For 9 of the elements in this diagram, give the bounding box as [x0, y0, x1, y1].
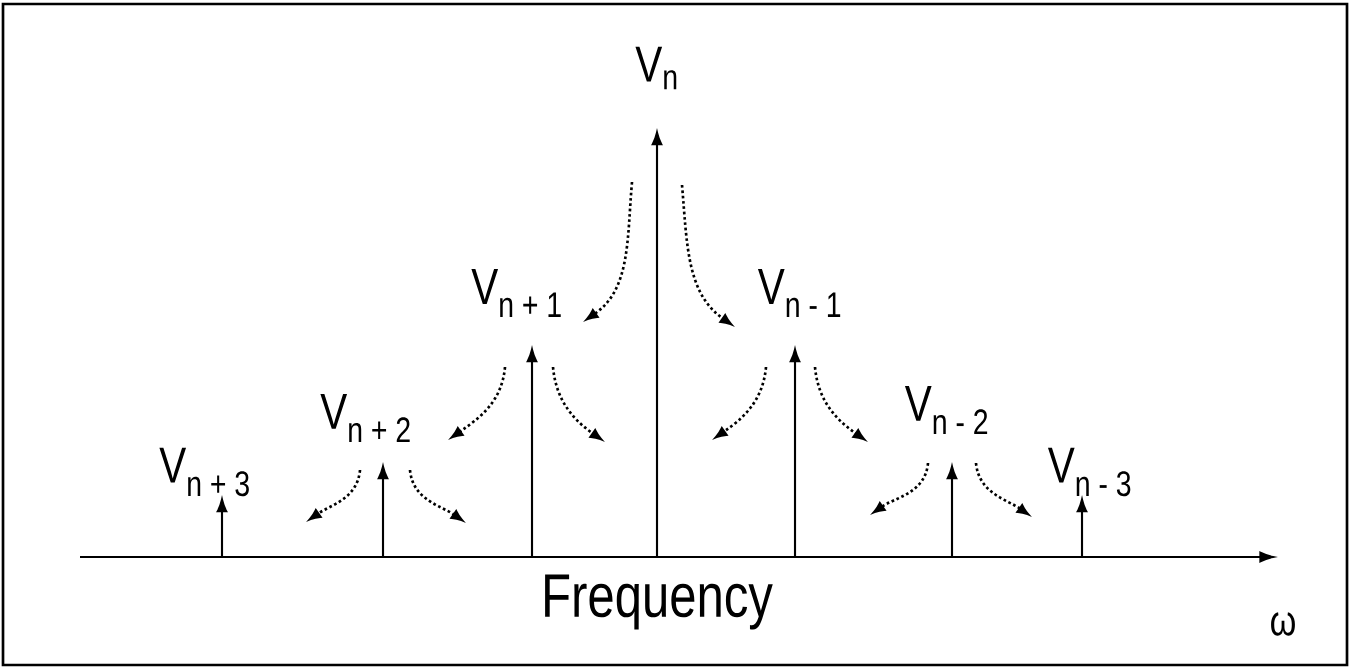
line-label: V$_{n + 1}$ [471, 269, 561, 317]
line-label: V$_{n + 2}$ [320, 393, 410, 443]
line-label: V$_{n - 2}$ [904, 385, 988, 435]
axis-label: Frequency [545, 574, 773, 630]
axis-label: ω [1271, 612, 1295, 636]
line-label: V$_{n}$ [635, 46, 677, 90]
line-label: V$_{n - 1}$ [757, 269, 841, 317]
line-label: V$_{n - 3}$ [1047, 447, 1131, 497]
line-label: V$_{n + 3}$ [159, 447, 249, 497]
